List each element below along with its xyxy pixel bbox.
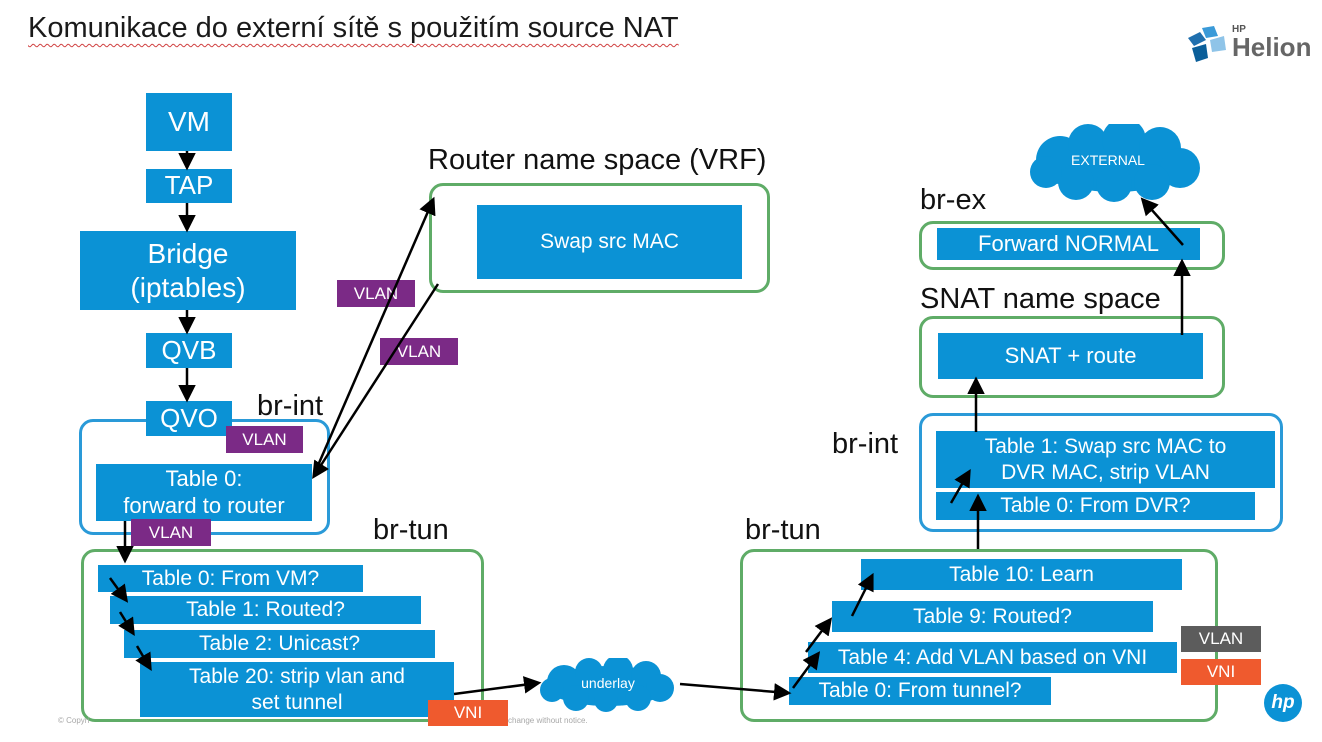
vlan-tag-router-down: VLAN xyxy=(380,338,458,365)
helion-cube-icon xyxy=(1188,26,1226,62)
logo-brand-small: HP xyxy=(1232,24,1246,35)
bridge-box: Bridge (iptables) xyxy=(80,231,296,310)
footer-copyright: © Copyri xyxy=(58,716,90,725)
arrow-rtun9-rtun10 xyxy=(850,572,874,617)
arrow-rtun4-rtun9 xyxy=(805,617,833,653)
arrow-from-router xyxy=(312,283,440,479)
qvb-box: QVB xyxy=(146,333,232,368)
hp-helion-logo: HP Helion xyxy=(1184,24,1312,66)
slide-title: Komunikace do externí sítě s použitím so… xyxy=(28,12,679,44)
left-tun-table2: Table 2: Unicast? xyxy=(124,630,435,658)
vlan-tag-right: VLAN xyxy=(1181,626,1261,652)
tap-box: TAP xyxy=(146,169,232,203)
vni-tag-right: VNI xyxy=(1181,659,1261,685)
hp-corner-text: hp xyxy=(1271,692,1295,713)
swap-src-mac-box: Swap src MAC xyxy=(477,205,742,279)
arrow-tun2-tun20 xyxy=(135,645,152,672)
br-ex-label: br-ex xyxy=(920,184,987,216)
left-tun-table1: Table 1: Routed? xyxy=(110,596,421,624)
right-tun-table4: Table 4: Add VLAN based on VNI xyxy=(808,642,1177,673)
right-table1-line1: Table 1: Swap src MAC to xyxy=(984,435,1227,459)
br-tun-left-label: br-tun xyxy=(373,514,449,546)
arrow-tun1-tun2 xyxy=(118,611,135,636)
arrow-underlay-tun0 xyxy=(679,682,792,701)
br-tun-left-frame xyxy=(81,549,484,722)
vm-box: VM xyxy=(146,93,232,151)
right-table1-box: Table 1: Swap src MAC to DVR MAC, strip … xyxy=(936,431,1275,488)
logo-brand: Helion xyxy=(1232,32,1312,62)
snat-ns-label: SNAT name space xyxy=(920,283,1161,315)
bridge-line1: Bridge xyxy=(147,237,229,269)
left-tun-table20: Table 20: strip vlan and set tunnel xyxy=(140,662,454,717)
underlay-cloud: underlay xyxy=(534,658,682,712)
qvo-box: QVO xyxy=(146,401,232,436)
vlan-tag-qvo: VLAN xyxy=(226,426,303,453)
right-tun-table0: Table 0: From tunnel? xyxy=(789,677,1051,705)
router-ns-label: Router name space (VRF) xyxy=(428,144,767,176)
right-tun-table10: Table 10: Learn xyxy=(861,559,1182,590)
vlan-tag-table0: VLAN xyxy=(131,519,211,546)
vni-tag-left: VNI xyxy=(428,700,508,726)
left-tun-table0: Table 0: From VM? xyxy=(98,565,363,592)
br-int-right-frame xyxy=(919,413,1283,532)
snat-route-box: SNAT + route xyxy=(938,333,1203,379)
br-int-left-label: br-int xyxy=(257,390,324,422)
forward-normal-box: Forward NORMAL xyxy=(937,228,1200,260)
underlay-label: underlay xyxy=(581,675,635,691)
arrow-tun20-underlay xyxy=(453,676,542,696)
hp-corner-logo: hp xyxy=(1264,684,1302,722)
external-cloud-icon xyxy=(1030,124,1200,202)
arrow-table0-table1 xyxy=(949,468,971,504)
external-label: EXTERNAL xyxy=(1071,152,1145,168)
br-ex-frame xyxy=(919,221,1225,270)
right-tun-table9: Table 9: Routed? xyxy=(832,601,1153,632)
underlay-cloud-icon xyxy=(540,658,674,712)
left-table0-line1: Table 0: xyxy=(165,466,243,492)
left-tun-table20-line2: set tunnel xyxy=(251,690,343,714)
br-tun-right-label: br-tun xyxy=(745,514,821,546)
footer-notice: change without notice. xyxy=(508,716,588,725)
left-table0-line2: forward to router xyxy=(123,492,285,518)
router-ns-frame xyxy=(429,183,770,293)
arrow-rtun0-rtun4 xyxy=(791,651,821,689)
br-int-right-label: br-int xyxy=(832,428,899,460)
bridge-line2: (iptables) xyxy=(130,271,246,303)
arrow-tun0-tun1 xyxy=(108,577,129,603)
arrow-brex-external xyxy=(1140,197,1184,246)
left-tun-table20-line1: Table 20: strip vlan and xyxy=(189,665,405,689)
left-table0-box: Table 0: forward to router xyxy=(96,464,312,521)
vlan-tag-router-up: VLAN xyxy=(337,280,415,307)
external-cloud: EXTERNAL xyxy=(1026,124,1204,204)
snat-ns-frame xyxy=(919,316,1225,398)
arrow-to-router xyxy=(314,196,436,471)
right-table1-line2: DVR MAC, strip VLAN xyxy=(1001,460,1210,484)
right-table0-box: Table 0: From DVR? xyxy=(936,492,1255,520)
